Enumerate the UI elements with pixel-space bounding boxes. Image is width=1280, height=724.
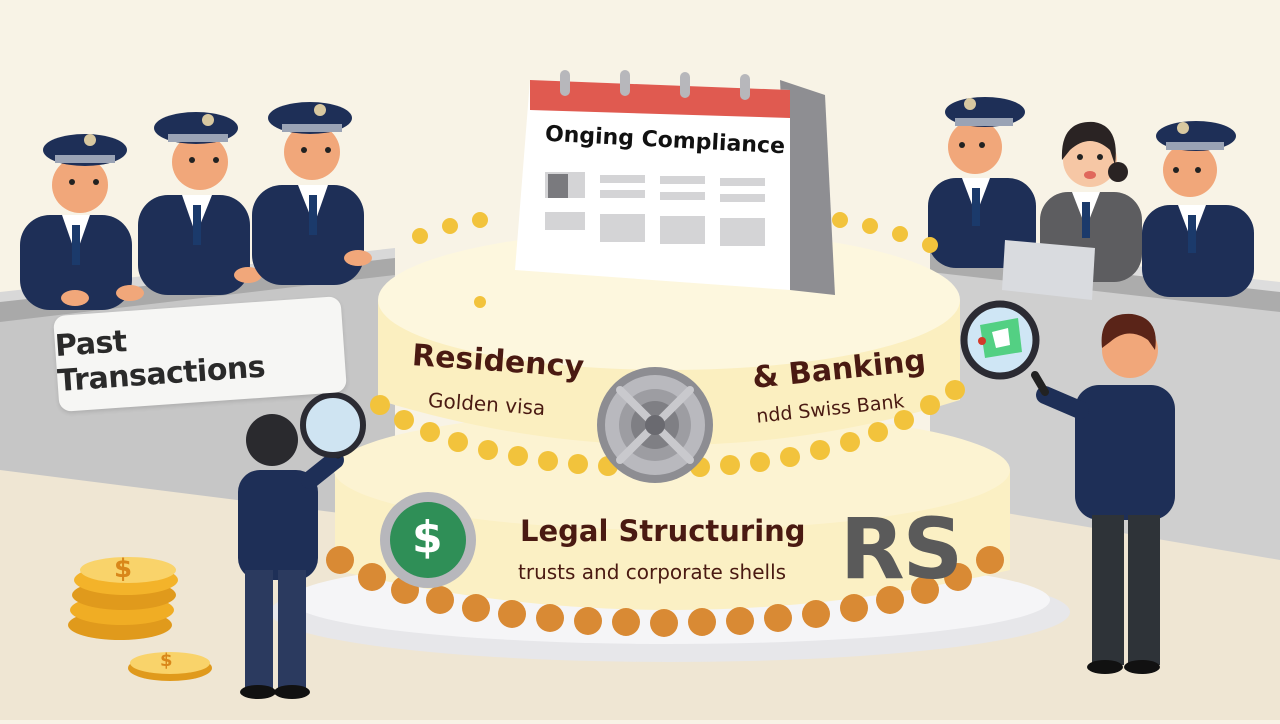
- vault-door-icon: [597, 367, 713, 483]
- dollar-coin-icon: [380, 492, 476, 588]
- laptop: [1002, 240, 1095, 300]
- rs-badge: RS: [840, 500, 963, 598]
- past-transactions-sign: Past Transactions: [53, 296, 347, 412]
- officer-left-1: [20, 134, 144, 310]
- cake: [270, 212, 1070, 662]
- officer-left-2: [138, 112, 262, 295]
- magnifying-glass-icon: [300, 392, 366, 458]
- legal-structuring-title: Legal Structuring: [520, 514, 806, 548]
- officer-right-2: [1142, 121, 1254, 297]
- dollar-sign-coin-stack: $: [114, 554, 133, 584]
- dollar-sign-single-coin: $: [160, 650, 173, 671]
- past-transactions-label: Past Transactions: [53, 324, 267, 399]
- legal-structuring-subtitle: trusts and corporate shells: [518, 560, 787, 584]
- map-icon: [960, 300, 1040, 380]
- coin-stack-icon: [68, 557, 212, 681]
- investigator-right: [1031, 313, 1175, 674]
- dollar-sign-badge: $: [412, 512, 443, 563]
- officer-left-3: [252, 102, 372, 285]
- calendar-icon: [515, 70, 835, 295]
